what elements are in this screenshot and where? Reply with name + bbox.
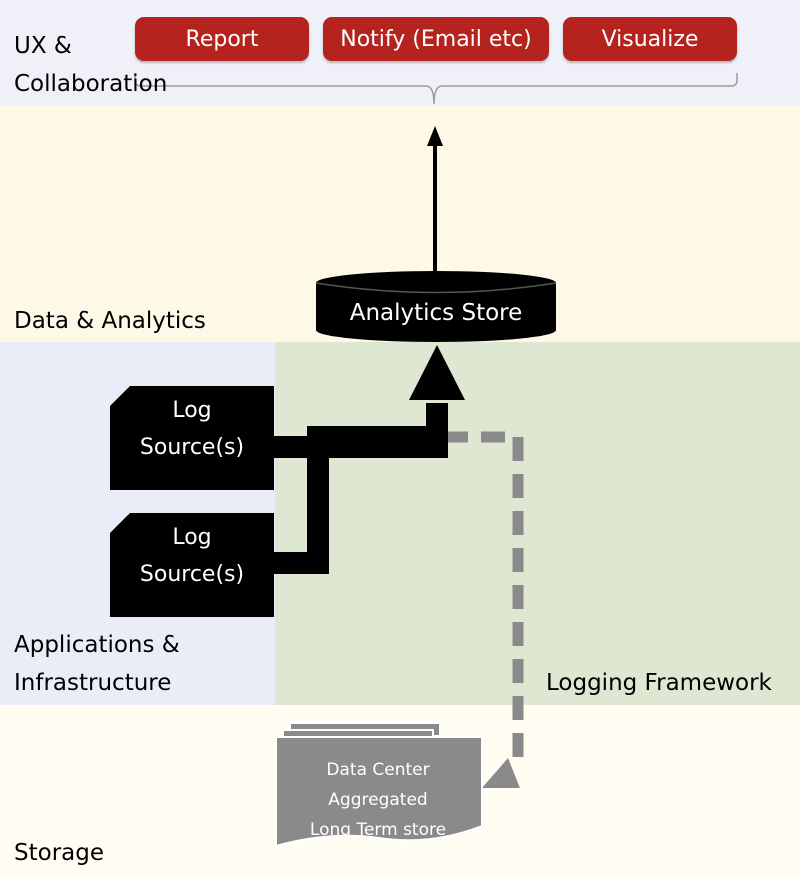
storage-dashed-arrowhead bbox=[482, 758, 520, 788]
store-to-ux-arrowhead bbox=[427, 126, 443, 146]
visualize-button[interactable]: Visualize bbox=[563, 17, 737, 61]
logging-layer-band bbox=[275, 342, 800, 705]
log-source-card-1 bbox=[110, 386, 274, 490]
long-term-store-label: Data Center Aggregated Long Term store bbox=[309, 760, 447, 840]
log-source-label-2: Log Source(s) bbox=[139, 525, 245, 587]
layer-label-analytics: Data & Analytics bbox=[14, 308, 206, 334]
log-source-card-2 bbox=[110, 513, 274, 617]
storage-dashed-flow bbox=[444, 431, 524, 762]
report-button[interactable]: Report bbox=[135, 17, 309, 61]
layer-label-storage: Storage bbox=[14, 840, 104, 866]
long-term-store-pages bbox=[275, 722, 483, 848]
notify-button[interactable]: Notify (Email etc) bbox=[323, 17, 549, 61]
layer-label-apps: Applications & Infrastructure bbox=[14, 632, 180, 696]
log-flow-arrowhead bbox=[409, 345, 465, 400]
analytics-store-cylinder bbox=[315, 271, 557, 342]
layer-label-logging: Logging Framework bbox=[546, 670, 772, 696]
analytics-store-label: Analytics Store bbox=[349, 300, 523, 326]
log-source-label-1: Log Source(s) bbox=[139, 398, 245, 460]
actions-brace bbox=[134, 73, 738, 105]
log-flow-path-2 bbox=[270, 426, 437, 574]
layer-label-ux: UX & Collaboration bbox=[14, 33, 168, 97]
